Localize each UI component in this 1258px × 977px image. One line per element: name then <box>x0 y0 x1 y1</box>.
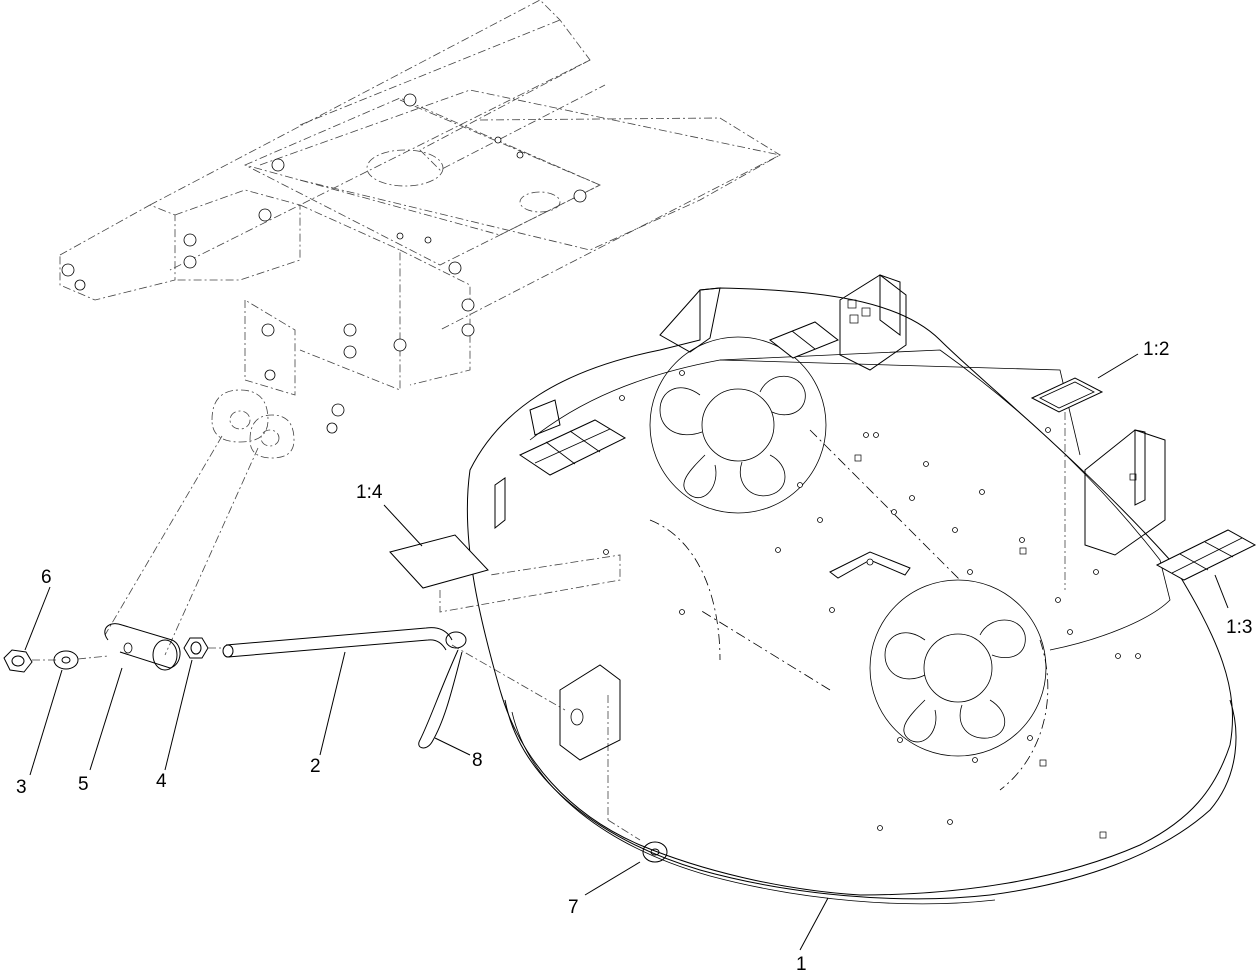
deck-decals <box>518 321 839 476</box>
washer-7 <box>642 841 668 863</box>
callout-7: 7 <box>568 897 579 918</box>
deck-holes <box>603 370 1141 831</box>
spindle-left <box>649 336 827 514</box>
callout-1: 1 <box>796 954 807 975</box>
callout-1-2: 1:2 <box>1143 339 1169 360</box>
hairpin-8 <box>418 649 463 749</box>
decal-1-2 <box>1030 353 1139 590</box>
callout-6: 6 <box>41 567 52 588</box>
deck-brackets <box>494 274 1166 761</box>
callout-2: 2 <box>310 756 321 777</box>
leader-lines <box>24 586 829 951</box>
hex-nut-6 <box>3 649 58 673</box>
callout-1-4: 1:4 <box>356 482 383 503</box>
hex-nut-4 <box>183 637 209 659</box>
callout-4: 4 <box>156 771 167 792</box>
decal-1-4 <box>383 504 621 613</box>
decal-1-3 <box>1155 529 1257 609</box>
spindle-right <box>869 579 1047 757</box>
callout-1-3: 1:3 <box>1226 617 1252 638</box>
washer-3 <box>53 650 109 670</box>
callout-3: 3 <box>16 777 27 798</box>
mower-deck <box>466 287 1237 905</box>
tractor-frame <box>59 0 782 459</box>
lift-arm <box>104 623 181 671</box>
callout-8: 8 <box>472 750 483 771</box>
rod-2 <box>208 627 467 658</box>
callout-5: 5 <box>78 774 89 795</box>
lift-link-lines <box>104 435 641 841</box>
